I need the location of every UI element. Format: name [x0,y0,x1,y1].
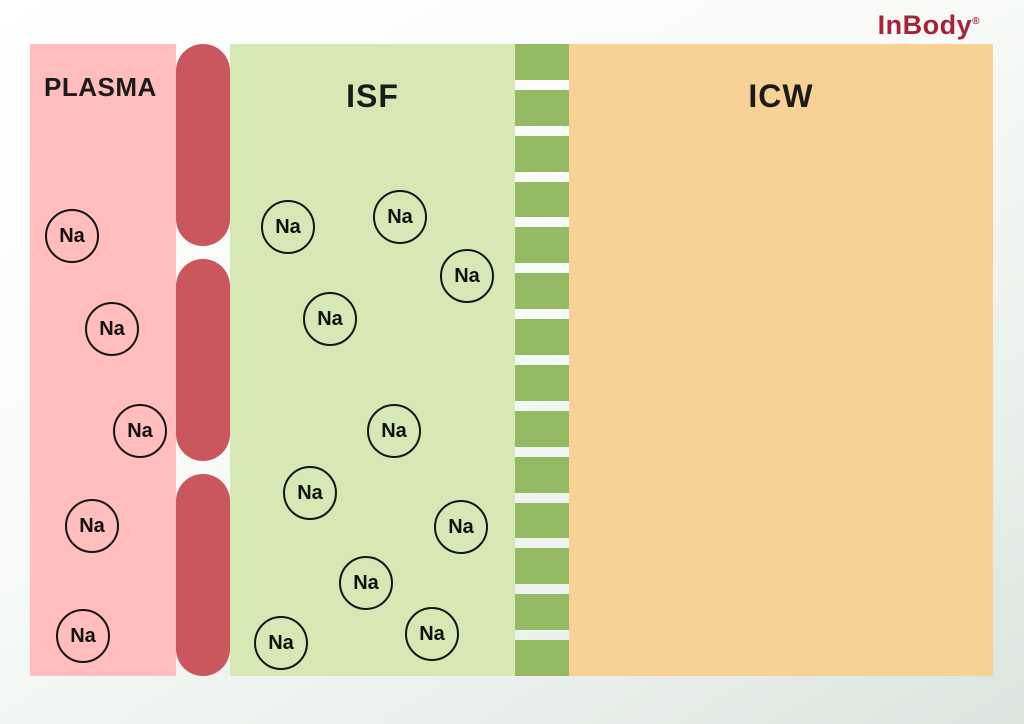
na-ion-isf: Na [254,616,308,670]
na-ion-isf: Na [367,404,421,458]
cell-membrane-segment [515,365,569,401]
registered-mark: ® [972,16,980,27]
na-ion-isf: Na [434,500,488,554]
cell-membrane-segment [515,640,569,677]
inbody-logo: InBody® [878,10,980,41]
capillary-wall [176,44,230,676]
compartment-plasma: PLASMA [30,44,176,676]
compartment-icw: ICW [569,44,993,676]
capillary-wall-segment [176,259,230,461]
cell-membrane-segment [515,181,569,218]
cell-membrane-segment [515,273,569,310]
na-ion-plasma: Na [85,302,139,356]
na-ion-plasma: Na [65,499,119,553]
logo-text: InBody [877,10,973,40]
capillary-wall-segment [176,44,230,246]
na-ion-isf: Na [339,556,393,610]
na-ion-isf: Na [283,466,337,520]
na-ion-isf: Na [405,607,459,661]
cell-membrane-segment [515,44,569,80]
isf-label: ISF [346,78,399,114]
na-ion-isf: Na [303,292,357,346]
cell-membrane-segment [515,89,569,126]
cell-membrane-segment [515,135,569,172]
cell-membrane-segment [515,319,569,356]
icw-label: ICW [748,78,814,114]
cell-membrane-segment [515,410,569,447]
na-ion-plasma: Na [56,609,110,663]
na-ion-isf: Na [440,249,494,303]
cell-membrane-segment [515,594,569,631]
cell-membrane [515,44,569,677]
na-ion-plasma: Na [113,404,167,458]
na-ion-isf: Na [373,190,427,244]
capillary-wall-segment [176,474,230,676]
cell-membrane-segment [515,548,569,585]
na-ion-isf: Na [261,200,315,254]
cell-membrane-segment [515,456,569,493]
cell-membrane-segment [515,502,569,539]
cell-membrane-segment [515,227,569,264]
plasma-label: PLASMA [44,72,157,102]
na-ion-plasma: Na [45,209,99,263]
